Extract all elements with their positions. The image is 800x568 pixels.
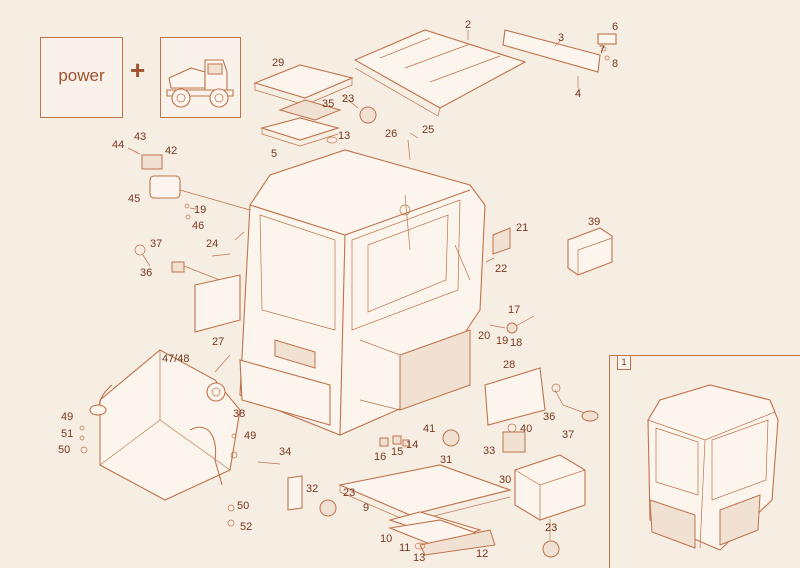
callout-number: 40 <box>520 423 532 435</box>
callout-number: 2 <box>465 19 471 31</box>
callout-number: 37 <box>150 238 162 250</box>
callout-number: 51 <box>61 428 73 440</box>
callout-number: 21 <box>516 222 528 234</box>
callout-number: 41 <box>423 423 435 435</box>
callout-number: 20 <box>478 330 490 342</box>
callout-number: 34 <box>279 446 291 458</box>
callout-number: 49 <box>61 411 73 423</box>
callout-number: 31 <box>440 454 452 466</box>
callout-number: 52 <box>240 521 252 533</box>
callout-number: 13 <box>338 130 350 142</box>
callout-number: 36 <box>140 267 152 279</box>
callout-number: 50 <box>237 500 249 512</box>
callout-number: 44 <box>112 139 124 151</box>
callout-number: 10 <box>380 533 392 545</box>
dumper-vehicle-icon <box>166 59 234 108</box>
callout-number: 11 <box>399 542 410 554</box>
callout-number: 19 <box>496 335 508 347</box>
callout-number: 14 <box>406 439 418 451</box>
callout-number: 13 <box>413 552 425 564</box>
callout-number: 6 <box>612 21 618 33</box>
callout-number: 50 <box>58 444 70 456</box>
callout-number: 3 <box>558 32 564 44</box>
dumper-vehicle-box <box>160 37 241 118</box>
callout-number: 15 <box>391 446 403 458</box>
callout-number: 23 <box>343 487 355 499</box>
callout-number: 38 <box>233 408 245 420</box>
callout-number: 42 <box>165 145 177 157</box>
inset-frame <box>609 355 800 568</box>
callout-number: 39 <box>588 216 600 228</box>
power-legend-box: power <box>40 37 123 118</box>
callout-number: 9 <box>363 502 369 514</box>
callout-number: 27 <box>212 336 224 348</box>
callout-number: 18 <box>510 337 522 349</box>
callout-number: 32 <box>306 483 318 495</box>
callout-number: 23 <box>342 93 354 105</box>
callout-number: 43 <box>134 131 146 143</box>
callout-number: 26 <box>385 128 397 140</box>
callout-number: 24 <box>206 238 218 250</box>
callout-number: 37 <box>562 429 574 441</box>
callout-number: 22 <box>495 263 507 275</box>
callout-number: 35 <box>322 98 334 110</box>
callout-number: 17 <box>508 304 520 316</box>
callout-number: 46 <box>192 220 204 232</box>
callout-number: 7 <box>599 44 605 56</box>
callout-number: 8 <box>612 58 618 70</box>
callout-number: 4 <box>575 88 581 100</box>
callout-number: 12 <box>476 548 488 560</box>
callout-number: 19 <box>194 204 206 216</box>
callout-number: 29 <box>272 57 284 69</box>
callout-number: 49 <box>244 430 256 442</box>
callout-number: 33 <box>483 445 495 457</box>
callout-number: 45 <box>128 193 140 205</box>
callout-number: 5 <box>271 148 277 160</box>
callout-number: 36 <box>543 411 555 423</box>
callout-number: 16 <box>374 451 386 463</box>
inset-label: 1 <box>617 355 631 370</box>
power-label: power <box>58 66 105 85</box>
callout-number: 25 <box>422 124 434 136</box>
callout-number: 47/48 <box>162 353 190 365</box>
callout-number: 23 <box>545 522 557 534</box>
callout-number: 30 <box>499 474 511 486</box>
callout-number: 28 <box>503 359 515 371</box>
plus-sign: + <box>130 55 146 85</box>
